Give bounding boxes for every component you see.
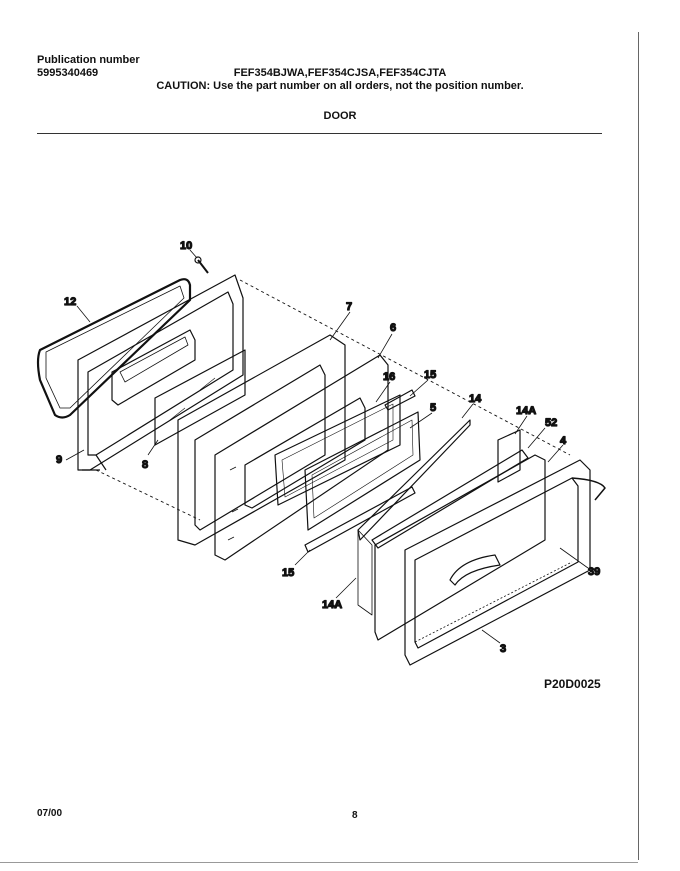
callout-8: 8 <box>142 459 148 471</box>
callout-16: 16 <box>383 371 395 383</box>
part-6-inner-panel <box>214 354 389 561</box>
part-14-outer-glass <box>357 419 471 616</box>
part-15-glass-bracket-top <box>384 389 416 411</box>
publication-number: 5995340469 <box>37 67 99 79</box>
callout-9: 9 <box>56 454 62 466</box>
page-edge-right <box>638 32 639 860</box>
alignment-lines <box>95 279 571 521</box>
callout-4: 4 <box>560 435 567 447</box>
part-16-glass-pack <box>274 394 401 506</box>
part-3-outer-frame <box>404 459 606 666</box>
header-divider <box>37 133 602 134</box>
model-numbers: FEF354BJWA,FEF354CJSA,FEF354CJTA <box>233 67 447 79</box>
callout-39: 39 <box>588 566 600 578</box>
section-title: DOOR <box>323 110 357 122</box>
callout-3: 3 <box>500 643 506 655</box>
callout-12: 12 <box>64 296 76 308</box>
callout-14: 14 <box>469 393 482 405</box>
callout-14a-top: 14A <box>516 405 536 417</box>
publication-date: 07/00 <box>37 808 63 819</box>
callout-52: 52 <box>545 417 557 429</box>
publication-label: Publication number <box>37 54 140 66</box>
part-15-glass-bracket-bottom <box>304 486 416 553</box>
part-12-door-gasket <box>36 278 192 419</box>
part-9-inner-door-liner <box>77 274 244 471</box>
callout-7: 7 <box>346 301 352 313</box>
callout-15-top: 15 <box>424 369 436 381</box>
callout-5: 5 <box>430 402 436 414</box>
part-5-door-glass <box>304 411 421 531</box>
part-10-screw <box>194 256 209 274</box>
callout-15-bottom: 15 <box>282 567 294 579</box>
drawing-code: P20D0025 <box>544 677 601 691</box>
leader-lines <box>65 249 589 644</box>
part-14a-glass-spacer <box>497 429 521 483</box>
part-8-inner-glass <box>154 349 246 446</box>
part-7-insulation <box>177 334 346 546</box>
part-4-outer-door-panel <box>374 454 546 641</box>
callout-14a-bottom: 14A <box>322 599 342 611</box>
page-number: 8 <box>352 810 358 821</box>
caution-notice: CAUTION: Use the part number on all orde… <box>156 80 524 92</box>
callout-10: 10 <box>180 240 192 252</box>
page-edge-bottom <box>0 862 638 863</box>
callout-6: 6 <box>390 322 396 334</box>
part-52-trim <box>371 449 529 549</box>
